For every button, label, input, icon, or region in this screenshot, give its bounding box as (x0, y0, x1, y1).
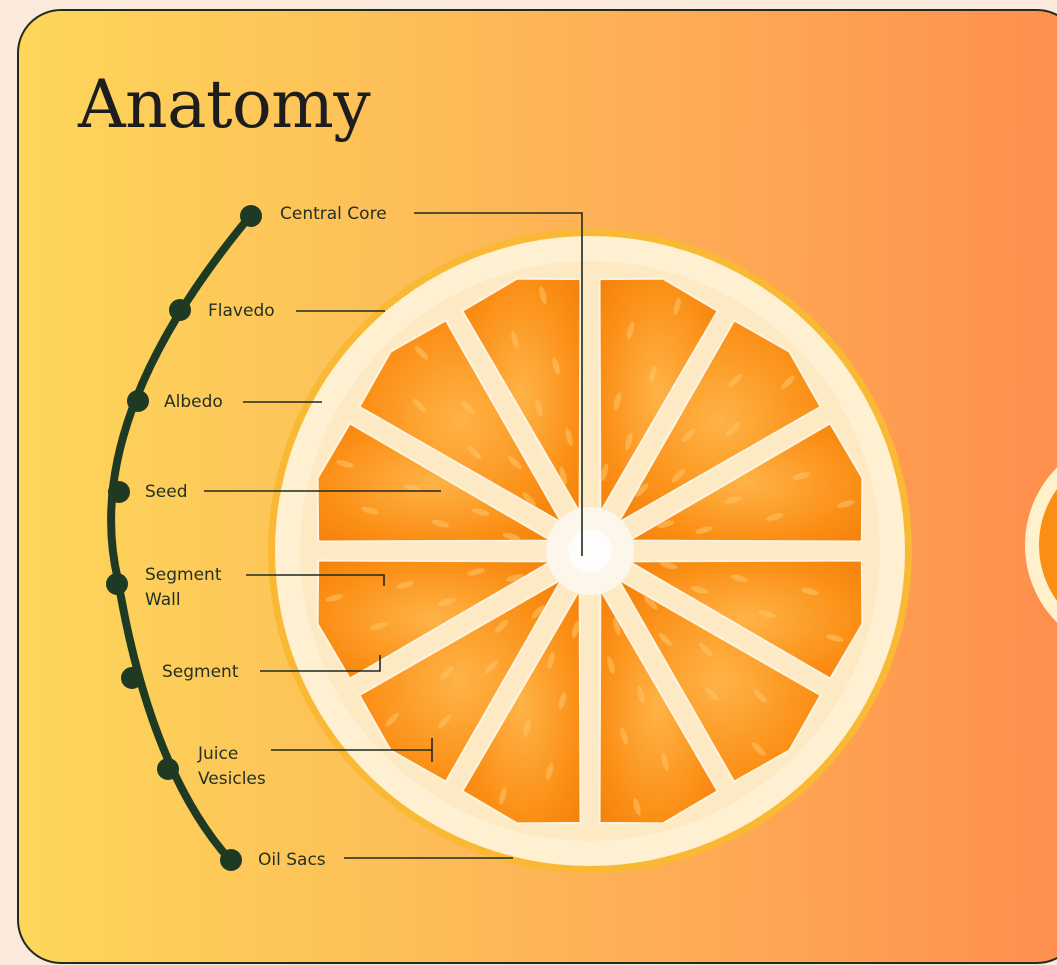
second-orange-slice (1025, 435, 1057, 655)
dot-segment-wall (106, 573, 128, 595)
dot-central-core (240, 205, 262, 227)
dot-seed (108, 481, 130, 503)
label-flavedo: Flavedo (208, 299, 275, 323)
label-segment-wall-line2: Wall (145, 588, 181, 612)
label-albedo: Albedo (164, 390, 223, 414)
label-oil-sacs: Oil Sacs (258, 848, 326, 872)
label-juice-vesicles-line1: Juice (198, 742, 238, 766)
label-seed: Seed (145, 480, 188, 504)
label-central-core: Central Core (280, 202, 387, 226)
label-juice-vesicles-line2: Vesicles (198, 767, 266, 791)
label-segment-wall-line1: Segment (145, 563, 222, 587)
orange-slice (268, 229, 912, 873)
dot-oil-sacs (220, 849, 242, 871)
dot-albedo (127, 390, 149, 412)
dot-juice-vesicles (157, 758, 179, 780)
dot-segment (121, 667, 143, 689)
label-segment: Segment (162, 660, 239, 684)
dot-flavedo (169, 299, 191, 321)
